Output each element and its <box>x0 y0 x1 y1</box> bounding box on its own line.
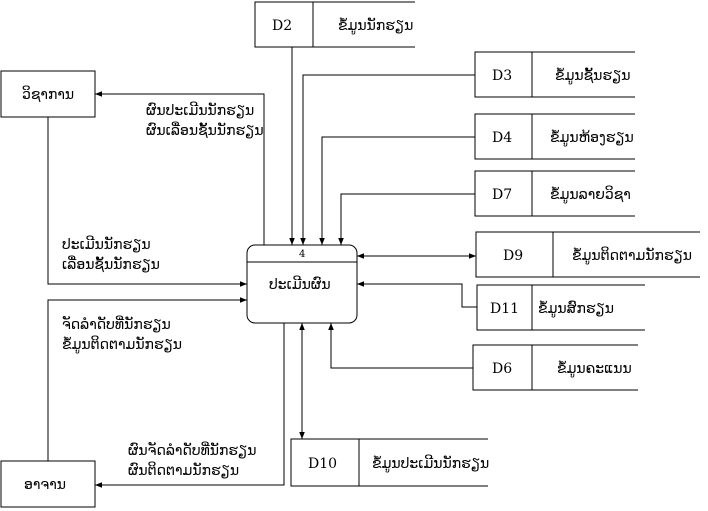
flow-d11-to-process <box>357 281 477 308</box>
store-d3-name: ຂໍ້ມູນຊັ້ນຮຽນ <box>555 67 630 84</box>
store-d11: D11 ຂໍ້ມູນສົກຮຽນ <box>476 284 645 331</box>
store-d10-id: D10 <box>308 456 337 472</box>
store-d2-id: D2 <box>272 18 292 34</box>
flow-label-to-academic-1: ຜົນປະເມີນນັກຮຽນ <box>146 101 254 119</box>
process-evaluate: 4 ປະເມີນຜົນ <box>246 244 358 324</box>
flow-d7-to-process <box>338 193 475 245</box>
flow-label-from-teacher-1: ຈັດລຳດັບທີ່ນັກຮຽນ <box>62 315 171 333</box>
flow-label-to-academic-2: ຜົນເລື່ອນຊັ້ນນັກຮຽນ <box>146 121 264 139</box>
store-d4: D4 ຂໍ້ມູນຫ້ອງຮຽນ <box>474 113 635 160</box>
store-d10: D10 ຂໍ້ມູນປະເມີນນັກຮຽນ <box>290 438 489 487</box>
flow-label-to-teacher-2: ຜົນຕິດຕາມນັກຮຽນ <box>128 461 239 479</box>
store-d3: D3 ຂໍ້ມູນຊັ້ນຮຽນ <box>474 51 635 98</box>
entity-teacher: ອາຈານ <box>0 460 96 508</box>
flow-process-to-teacher <box>95 323 285 488</box>
store-d11-id: D11 <box>490 301 519 317</box>
flow-process-to-academic <box>95 91 265 245</box>
flow-label-from-academic-1: ປະເມີນນັກຮຽນ <box>62 235 151 253</box>
store-d2-name: ຂໍ້ມູນນັກຮຽນ <box>338 17 413 34</box>
store-d9-id: D9 <box>503 248 523 264</box>
flow-d6-to-process <box>328 323 473 369</box>
flow-academic-to-process <box>47 117 247 287</box>
entity-academic-label: ວິຊາການ <box>22 85 74 103</box>
store-d2: D2 ຂໍ້ມູນນັກຮຽນ <box>254 1 415 48</box>
store-d4-name: ຂໍ້ມູນຫ້ອງຮຽນ <box>550 129 634 146</box>
flow-label-to-teacher-1: ຜົນຈັດລຳດັບທີ່ນັກຮຽນ <box>128 441 256 459</box>
store-d6-id: D6 <box>492 361 512 377</box>
store-d7-name: ຂໍ້ມູນລາຍວິຊາ <box>550 185 631 203</box>
flow-d4-to-process <box>319 136 475 245</box>
store-d10-name: ຂໍ້ມູນປະເມີນນັກຮຽນ <box>372 454 489 472</box>
store-d3-id: D3 <box>492 68 512 84</box>
flow-teacher-to-process <box>47 297 247 461</box>
store-d4-id: D4 <box>492 130 512 146</box>
entity-teacher-label: ອາຈານ <box>24 477 66 493</box>
flow-d3-to-process <box>300 74 475 245</box>
entity-academic: ວິຊາການ <box>0 70 96 118</box>
store-d7-id: D7 <box>492 187 512 203</box>
flow-label-from-teacher-2: ຂໍ້ມູນຕິດຕາມນັກຮຽນ <box>62 335 182 353</box>
store-d11-name: ຂໍ້ມູນສົກຮຽນ <box>538 300 614 317</box>
store-d9: D9 ຂໍ້ມູນຕິດຕາມນັກຮຽນ <box>475 231 700 278</box>
store-d7: D7 ຂໍ້ມູນລາຍວິຊາ <box>474 170 635 217</box>
process-number: 4 <box>299 249 305 260</box>
store-d6: D6 ຂໍ້ມູນຄະແນນ <box>472 344 638 391</box>
flow-label-from-academic-2: ເລື່ອນຊັ້ນນັກຮຽນ <box>62 255 160 273</box>
store-d6-name: ຂໍ້ມູນຄະແນນ <box>557 360 632 377</box>
store-d9-name: ຂໍ້ມູນຕິດຕາມນັກຮຽນ <box>572 246 692 264</box>
process-name: ປະເມີນຜົນ <box>269 275 331 293</box>
